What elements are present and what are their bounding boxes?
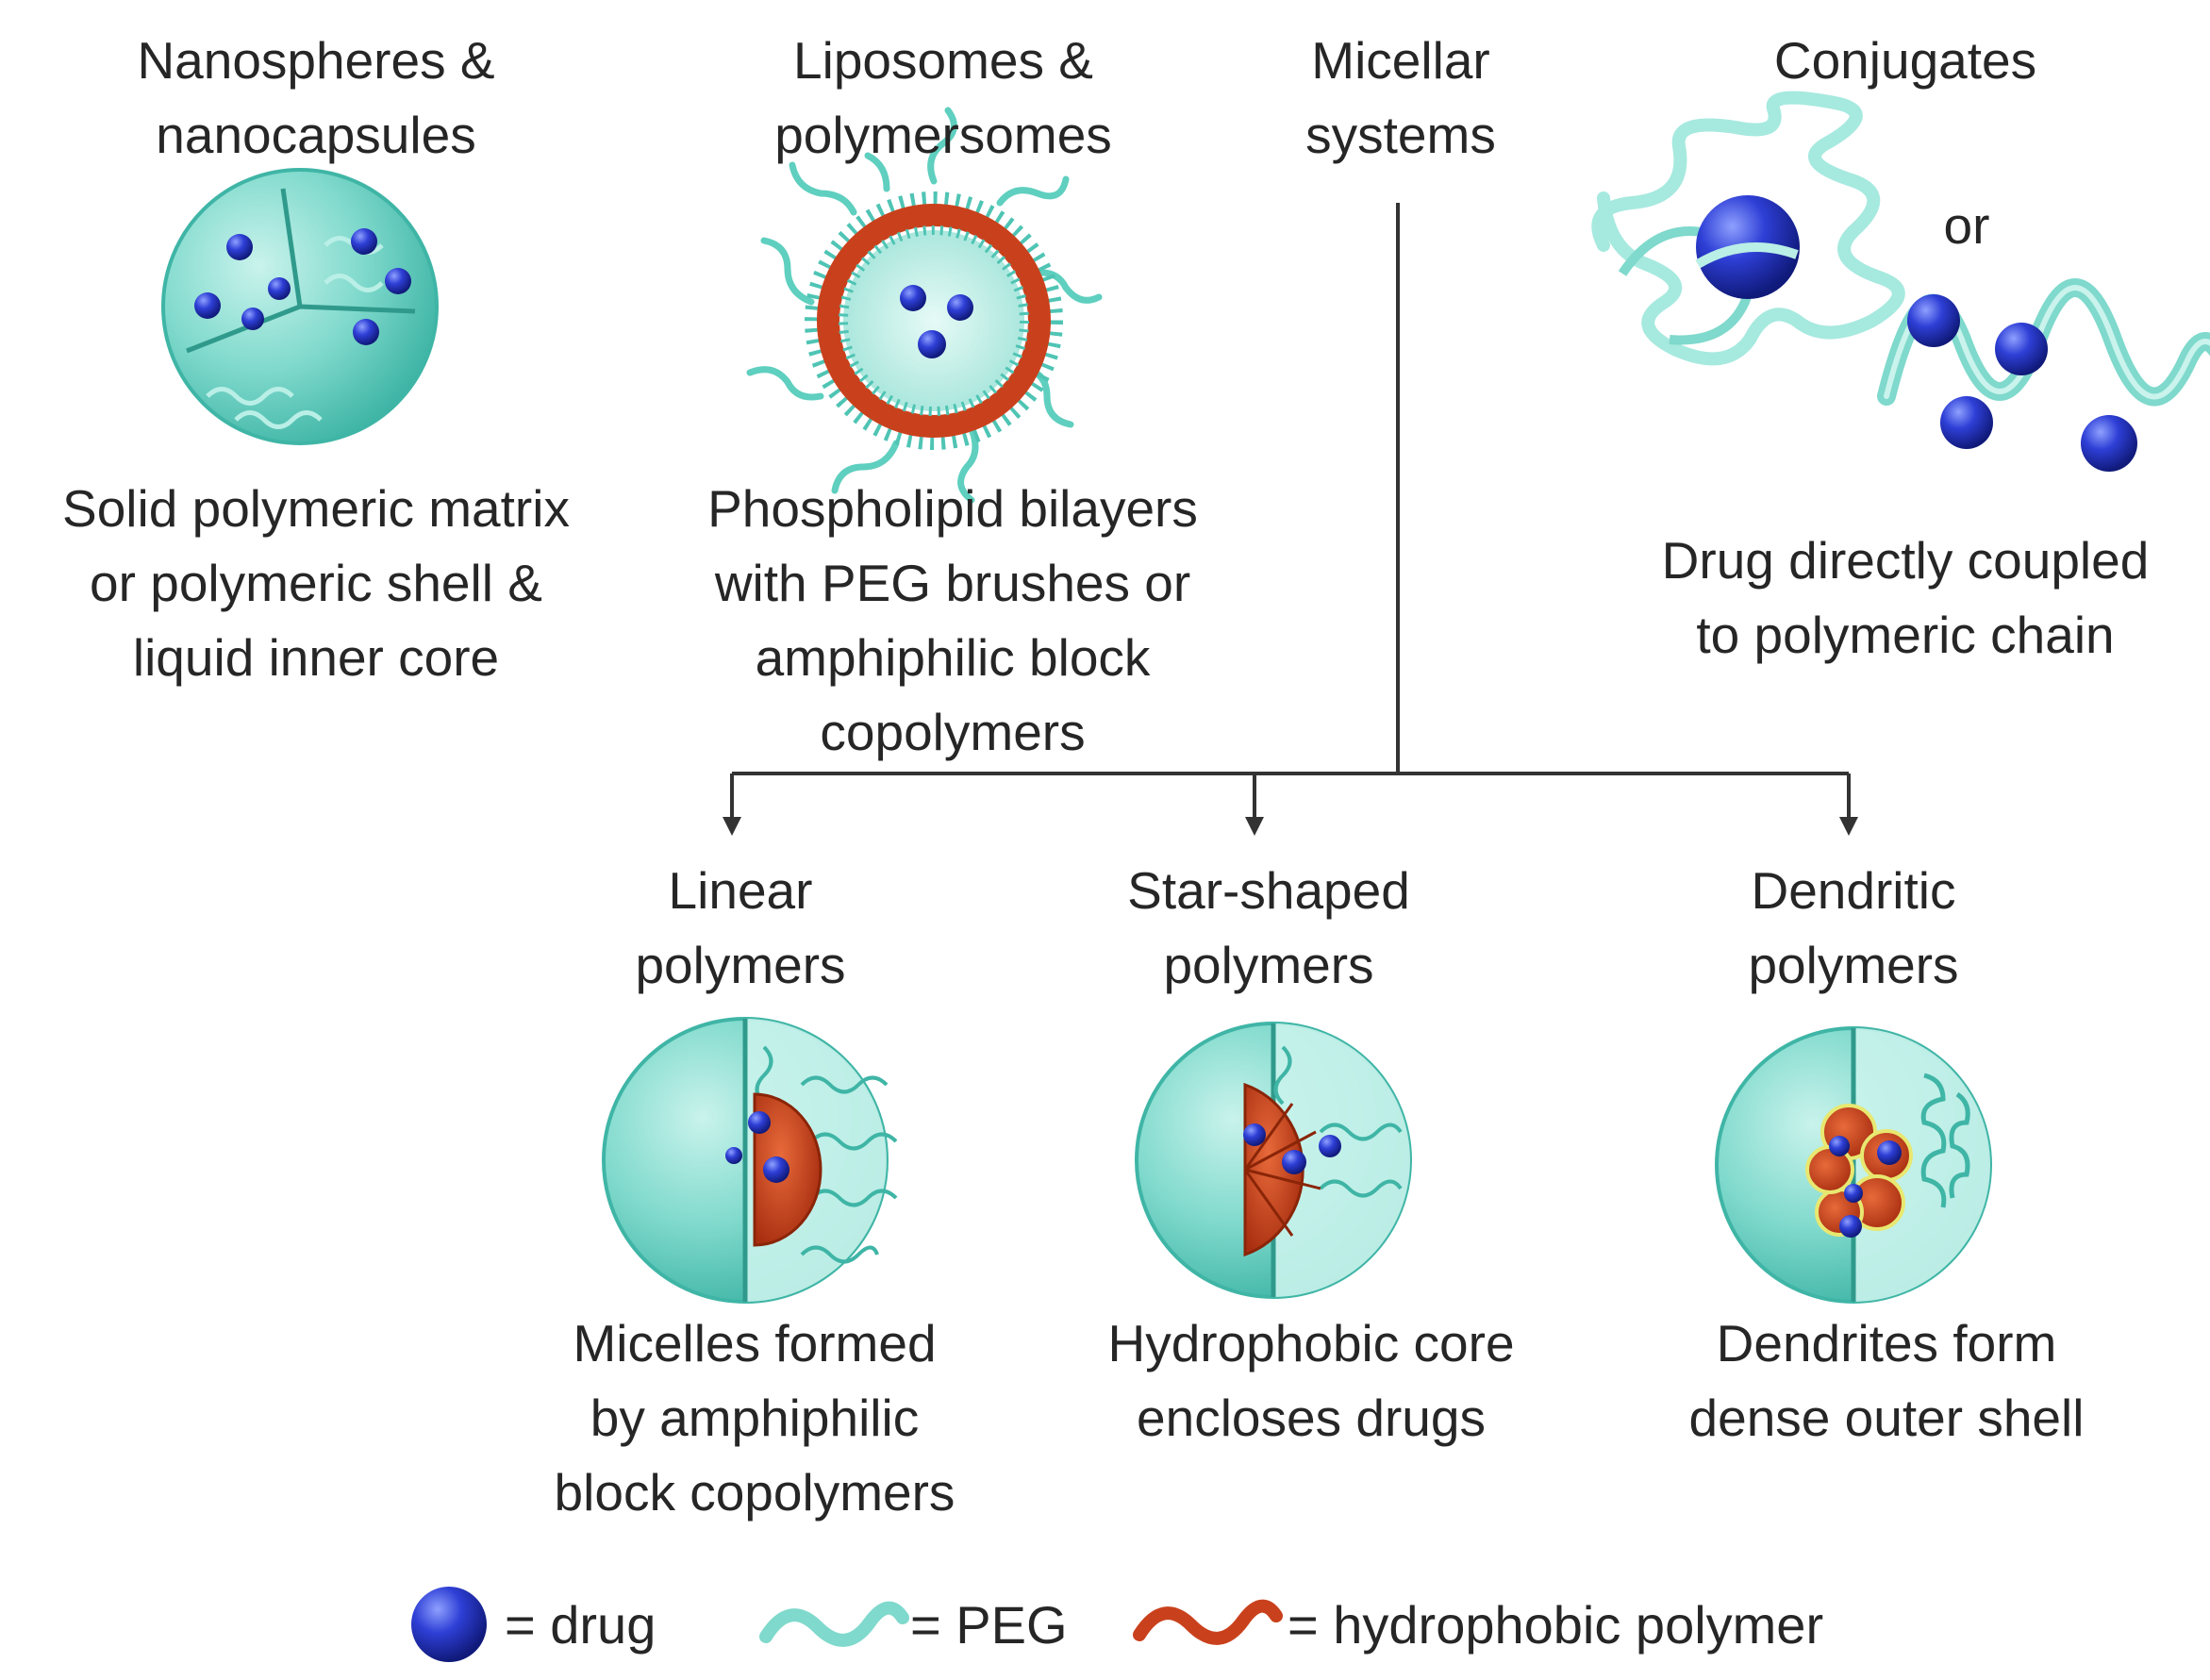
drug-dot: [1877, 1140, 1902, 1165]
drug-dot: [947, 294, 973, 321]
nanospheres-description: Solid polymeric matrix or polymeric shel…: [62, 479, 570, 687]
dendritic-polymers-title: Dendritic polymers: [1748, 861, 1959, 994]
legend-peg-label: = PEG: [910, 1595, 1068, 1655]
drug-dot: [900, 285, 926, 311]
conjugates-description: Drug directly coupled to polymeric chain: [1661, 531, 2150, 664]
dendritic-micelle-illustration: [1715, 1026, 1992, 1304]
drug-dot: [1940, 396, 1993, 449]
star-polymers-title: Star-shaped polymers: [1127, 861, 1410, 994]
nanosphere-illustration: [161, 168, 439, 445]
drug-dot: [1907, 294, 1960, 347]
drug-dot: [1844, 1184, 1863, 1203]
legend-drug-icon: [411, 1587, 487, 1662]
conjugates-title: Conjugates: [1773, 31, 2037, 90]
linear-polymers-title: Linear polymers: [635, 861, 846, 994]
arrow-dendritic: [1839, 817, 1858, 836]
drug-dot: [194, 292, 221, 319]
star-micelle-illustration: [1135, 1022, 1412, 1299]
linear-micelle-illustration: [602, 1017, 898, 1304]
arrow-star: [1245, 817, 1264, 836]
drug-dot: [385, 268, 411, 294]
drug-dot: [1243, 1123, 1266, 1146]
drug-dot: [241, 308, 264, 330]
drug-dot: [1995, 323, 2048, 375]
drug-dot: [351, 228, 377, 255]
dendritic-polymers-description: Dendrites form dense outer shell: [1688, 1314, 2085, 1447]
star-polymers-description: Hydrophobic core encloses drugs: [1107, 1314, 1515, 1447]
conjugates-or-text: or: [1943, 196, 1990, 255]
drug-dot: [226, 234, 253, 260]
legend-peg-icon: [759, 1601, 909, 1647]
arrowheads: [723, 817, 1858, 836]
legend-hydrophobic-icon: [1133, 1599, 1283, 1645]
liposomes-title: Liposomes & polymersomes: [774, 31, 1112, 164]
flow-connector: [730, 203, 1851, 819]
legend-drug-label: = drug: [505, 1595, 656, 1655]
drug-dot: [2081, 415, 2137, 472]
drug-dot: [763, 1156, 789, 1183]
dendritic-core: [1805, 1104, 1913, 1237]
drug-dot: [1839, 1215, 1862, 1238]
drug-dot: [1829, 1136, 1850, 1156]
drug-dot: [1282, 1150, 1306, 1174]
micellar-title: Micellar systems: [1305, 31, 1496, 164]
drug-dot: [918, 330, 946, 358]
drug-dot: [268, 277, 291, 300]
drug-dot: [748, 1111, 771, 1134]
drug-dot: [1319, 1135, 1341, 1157]
nanospheres-title: Nanospheres & nanocapsules: [137, 31, 495, 164]
legend-hydrophobic-label: = hydrophobic polymer: [1288, 1595, 1824, 1655]
liposome-illustration: [746, 107, 1103, 504]
drug-dot: [725, 1147, 742, 1164]
conjugate-helix-illustration: [1877, 278, 2210, 472]
arrow-linear: [723, 817, 741, 836]
conjugate-coil-illustration: [1591, 91, 1905, 366]
drug-dot: [353, 319, 379, 345]
liposomes-description: Phospholipid bilayers with PEG brushes o…: [707, 479, 1198, 761]
linear-polymers-description: Micelles formed by amphiphilic block cop…: [554, 1314, 955, 1522]
